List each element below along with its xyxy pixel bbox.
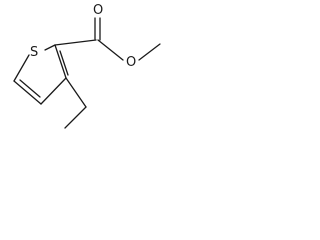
sulfur-atom-label: S [30, 45, 38, 60]
bond-s-c2 [44, 44, 56, 51]
bond-ch2-ch3 [64, 106, 87, 129]
structure-canvas: S O O [0, 0, 176, 140]
ester-oxygen-label: O [126, 55, 136, 70]
bond-c3-c4 [40, 77, 67, 105]
molecule-structure: S O O [13, 3, 161, 129]
bond-c3-ch2 [65, 77, 87, 108]
bond-c2-c3-inner [59, 50, 69, 76]
bond-c2-carbonyl [54, 39, 97, 46]
bond-c2-c3 [54, 44, 67, 79]
bond-carbonyl-ester-o [97, 39, 124, 61]
bond-ester-o-methyl [138, 43, 161, 61]
bond-c5-s [13, 54, 30, 82]
carbonyl-oxygen-label: O [93, 3, 103, 18]
bond-c4-c5-inner [19, 79, 41, 98]
bond-c4-c5 [13, 80, 42, 105]
